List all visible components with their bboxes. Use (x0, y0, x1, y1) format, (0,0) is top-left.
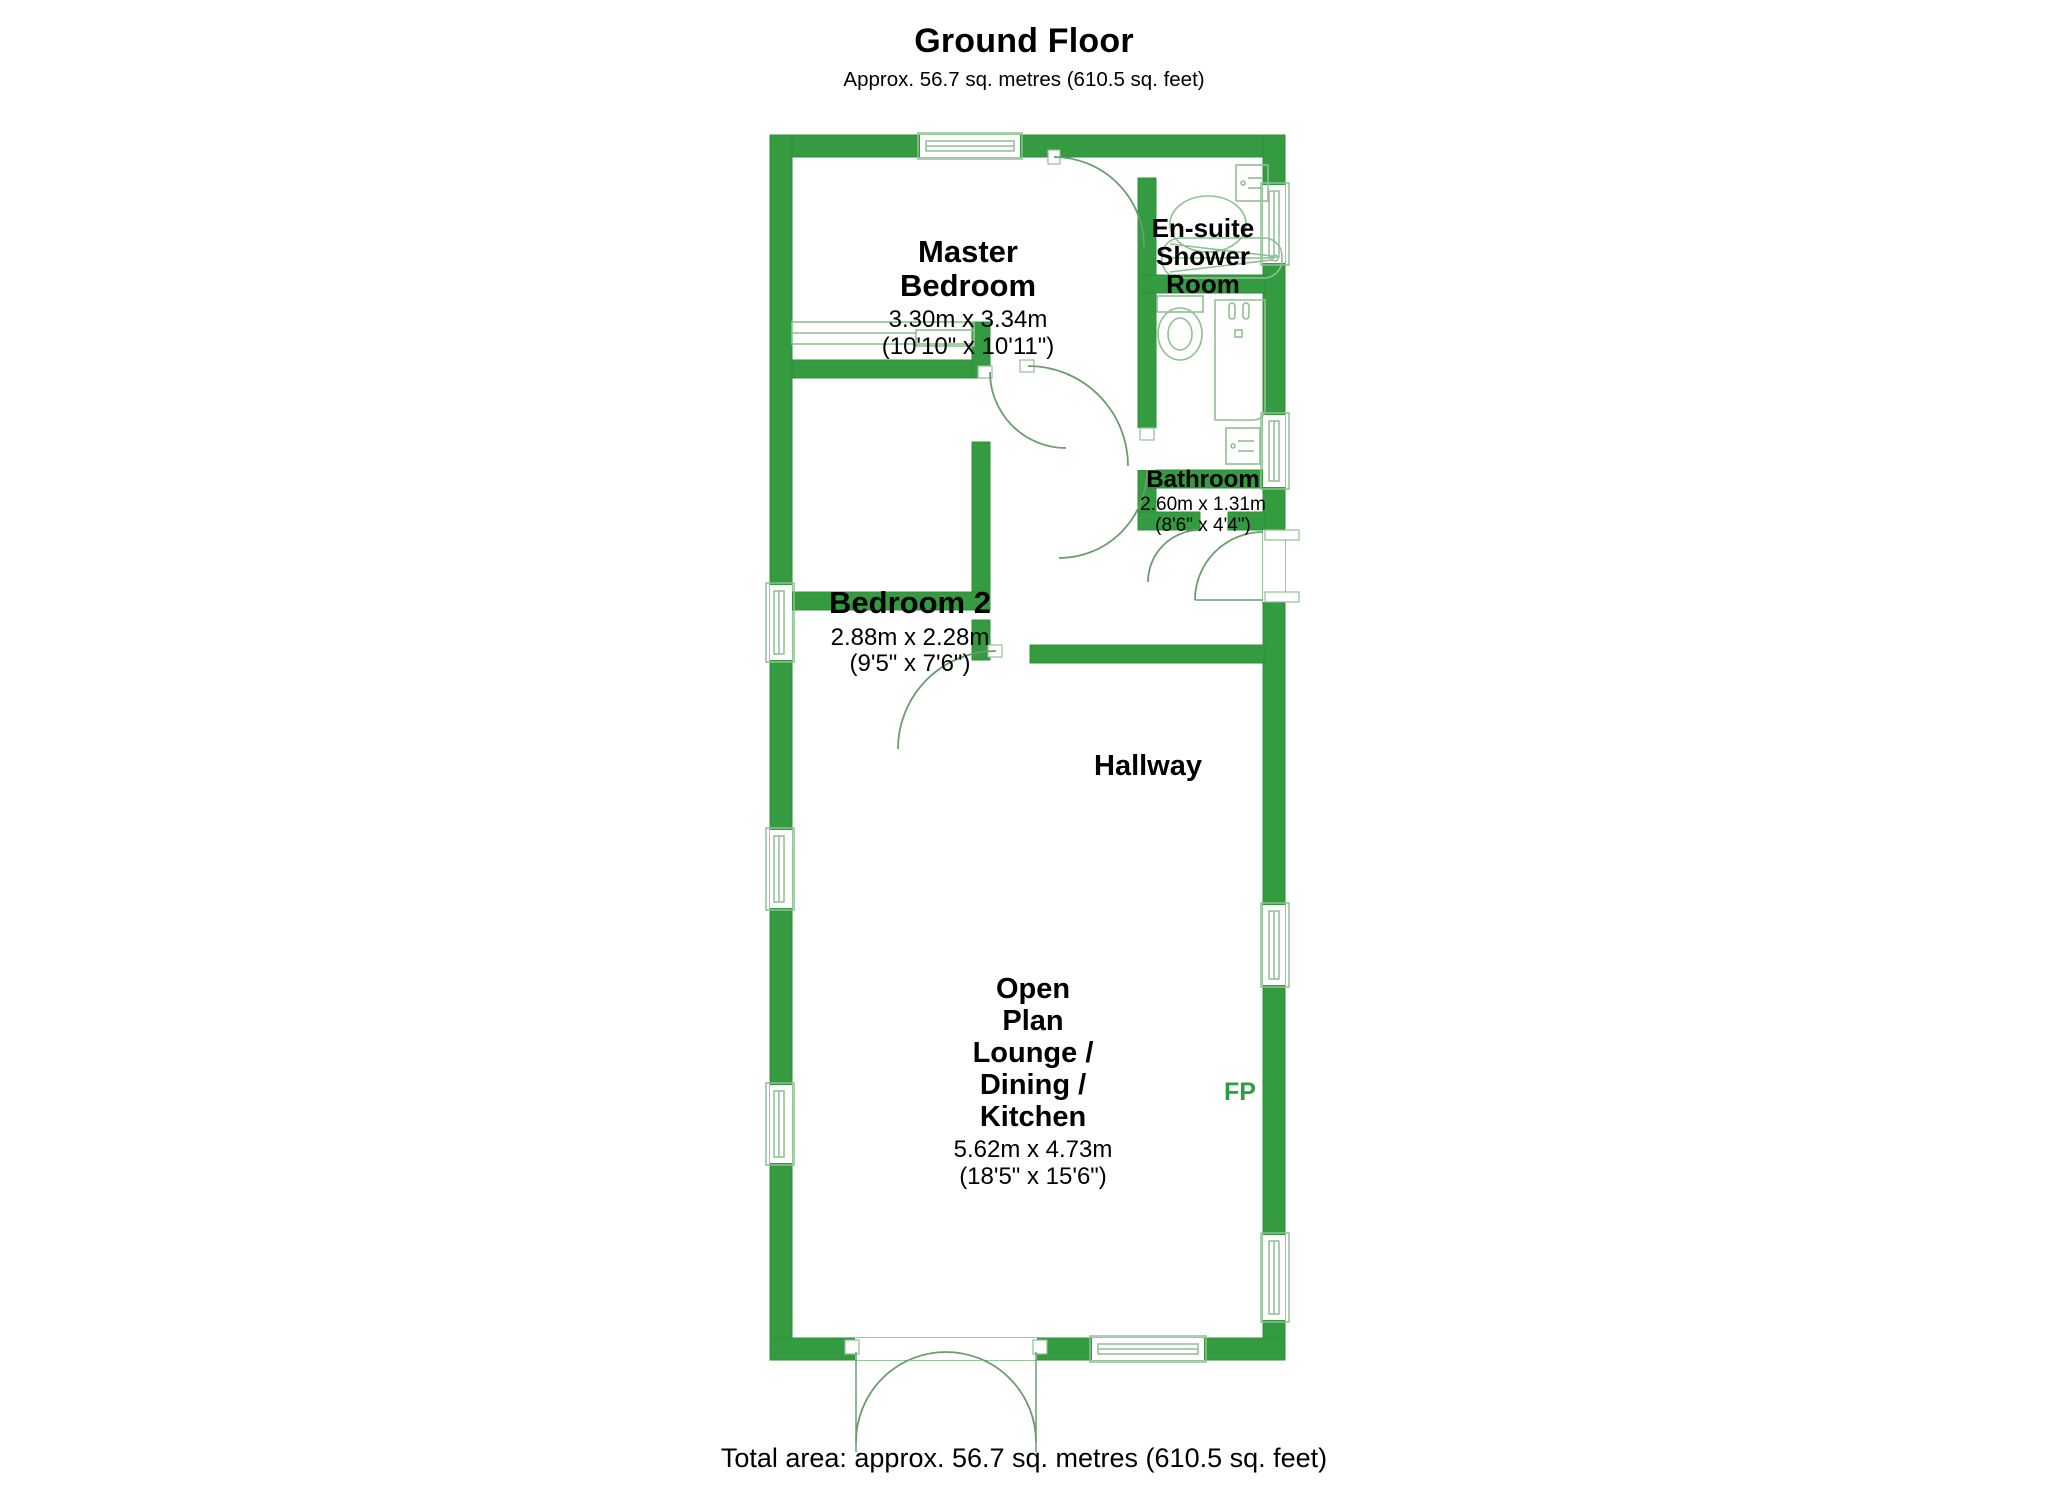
room-label-bedroom-2: Bedroom 2 (829, 585, 991, 620)
room-dim-bedroom-2-imperial: (9'5" x 7'6") (850, 650, 971, 677)
room-label-ensuite-line2: Shower (1156, 241, 1250, 271)
fixture-hallway-basin (1225, 427, 1261, 465)
room-labels-group: Master Bedroom 3.30m x 3.34m (10'10" x 1… (829, 213, 1266, 1190)
fixture-ensuite-basin (1235, 164, 1269, 202)
page-title: Ground Floor (914, 22, 1134, 60)
wall-internal-hallway-lounge (1029, 644, 1266, 664)
room-label-open-plan-line4: Dining / (980, 1069, 1086, 1101)
wall-exterior-left (769, 134, 793, 1361)
window-bottom-lounge (1089, 1335, 1207, 1363)
room-label-open-plan-line3: Lounge / (973, 1037, 1094, 1069)
fixtures-group (791, 164, 1283, 465)
wall-internal-hallway-bottom-left (1137, 511, 1201, 531)
room-dim-open-plan-imperial: (18'5" x 15'6") (959, 1163, 1107, 1190)
page-subtitle: Approx. 56.7 sq. metres (610.5 sq. feet) (843, 68, 1205, 91)
windows-group (765, 132, 1290, 1363)
total-area-footer: Total area: approx. 56.7 sq. metres (610… (720, 1443, 1328, 1473)
wall-internal-bathroom-left (1137, 292, 1157, 429)
room-dim-bedroom-2-metric: 2.88m x 2.28m (831, 624, 990, 651)
window-top-master (917, 132, 1023, 160)
room-dim-master-bedroom-imperial: (10'10" x 10'11") (882, 333, 1055, 360)
window-right-ensuite (1260, 182, 1290, 266)
room-label-ensuite-line3: Room (1166, 269, 1240, 299)
fixture-bath (1161, 237, 1283, 279)
door-master-bedroom-inner (1019, 359, 1129, 467)
window-right-lounge-upper (1260, 902, 1290, 988)
fixture-shower-enclosure (1214, 299, 1266, 421)
window-left-lounge-upper (765, 827, 795, 911)
room-label-master-bedroom-line2: Bedroom (900, 268, 1036, 303)
wall-exterior-top (769, 134, 1286, 158)
room-label-open-plan-line2: Plan (1002, 1005, 1063, 1037)
wall-internal-bed2-hall-upper (971, 441, 991, 603)
window-right-bathroom (1260, 412, 1290, 490)
wall-exterior-right (1262, 134, 1286, 1361)
door-french-bottom (844, 1338, 1048, 1452)
room-label-master-bedroom-line1: Master (918, 234, 1018, 269)
door-lounge-hallway (897, 644, 1003, 750)
room-dim-open-plan-metric: 5.62m x 4.73m (954, 1136, 1113, 1163)
doors-group (844, 149, 1300, 1452)
room-dim-master-bedroom-metric: 3.30m x 3.34m (889, 306, 1048, 333)
window-left-bedroom2-main (765, 582, 795, 663)
room-label-hallway: Hallway (1094, 750, 1202, 782)
wall-internal-bed2-hall-lower (971, 619, 991, 661)
fixture-ensuite-shower (1169, 195, 1247, 253)
room-label-open-plan-line1: Open (996, 973, 1070, 1005)
fixture-toilet (1156, 295, 1204, 361)
window-left-lounge-lower (765, 1082, 795, 1166)
door-bedroom-2 (977, 365, 1067, 449)
wall-internal-master-bed2 (791, 359, 990, 379)
fixture-wardrobe-master (791, 321, 975, 347)
door-front-entrance (1194, 529, 1300, 603)
wall-internal-ensuite-bathroom (1137, 274, 1266, 294)
room-label-open-plan-line5: Kitchen (980, 1101, 1086, 1133)
door-master-bedroom (1047, 149, 1145, 248)
fireplace-label: FP (1224, 1078, 1256, 1106)
room-dim-bathroom-metric: 2.60m x 1.31m (1140, 494, 1266, 515)
room-label-bathroom: Bathroom (1146, 466, 1259, 493)
wall-internal-hallway-bottom-right (1227, 511, 1266, 531)
window-right-lounge-lower (1260, 1232, 1290, 1323)
door-hallway-lower (1147, 529, 1201, 583)
room-dim-bathroom-imperial: (8'6" x 4'4") (1155, 515, 1251, 536)
door-bathroom (1058, 427, 1156, 559)
room-label-ensuite-line1: En-suite (1152, 213, 1255, 243)
